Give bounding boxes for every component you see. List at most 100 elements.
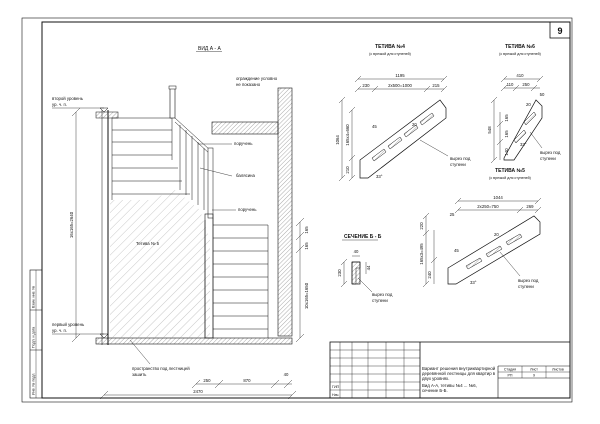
floor-slab [95, 337, 293, 345]
dim-left-height [71, 107, 81, 343]
svg-text:ступени: ступени [518, 284, 534, 289]
svg-text:РП: РП [508, 374, 513, 378]
svg-text:45: 45 [372, 124, 377, 129]
dim-left-height-text: 16х165=2640 [69, 211, 74, 238]
page-number: 9 [557, 26, 562, 36]
svg-text:Стадия: Стадия [504, 368, 516, 372]
newel-post-upper [169, 87, 176, 119]
label-baluster: балясина [236, 173, 256, 178]
svg-text:44: 44 [366, 265, 371, 270]
svg-text:ур. ч. п.: ур. ч. п. [52, 328, 67, 333]
title-desc-5: сечение Б-Б. [422, 388, 448, 393]
svg-text:220: 220 [419, 222, 424, 230]
title-block [329, 341, 571, 399]
svg-text:165: 165 [304, 242, 309, 250]
under-stair-hatch [110, 190, 210, 338]
stringer6-body [503, 99, 543, 161]
balustrade [174, 117, 214, 219]
lower-flight [204, 218, 269, 338]
svg-text:Лист: Лист [530, 368, 538, 372]
upper-slab [211, 121, 279, 135]
svg-text:110: 110 [507, 82, 514, 87]
stringer4-body [359, 99, 447, 179]
svg-text:40: 40 [354, 249, 359, 254]
svg-text:1064: 1064 [335, 135, 340, 145]
side-stamp: Инв. № подл. Подп. и дата Взам. инв. № [29, 269, 43, 399]
svg-text:20: 20 [526, 102, 531, 107]
svg-text:230: 230 [337, 269, 342, 277]
svg-text:ступени: ступени [540, 156, 556, 161]
title-desc-4: Вид А-А, тетивы №4 ... №6, [422, 383, 477, 388]
svg-text:20: 20 [494, 232, 499, 237]
space-note-1: пространство под лестницей [132, 366, 190, 371]
stringer-5: ТЕТИВА №5 (с врезкой для ступеней) 1044 … [419, 168, 542, 289]
svg-text:50: 50 [540, 92, 545, 97]
svg-text:410: 410 [516, 73, 524, 78]
svg-text:548: 548 [487, 126, 492, 134]
svg-text:210: 210 [345, 166, 350, 174]
svg-text:45: 45 [454, 248, 459, 253]
svg-text:25: 25 [450, 212, 455, 217]
svg-text:ГИП: ГИП [332, 385, 340, 389]
svg-text:вырез под: вырез под [518, 278, 539, 283]
svg-text:269: 269 [526, 204, 534, 209]
svg-text:165: 165 [504, 114, 509, 122]
inner-frame [41, 21, 571, 399]
svg-text:165: 165 [304, 226, 309, 234]
upper-flight [111, 117, 190, 200]
right-wall [277, 87, 293, 337]
view-aa-title: ВИД А - А [198, 46, 221, 52]
svg-text:215: 215 [432, 83, 440, 88]
svg-text:1195: 1195 [395, 73, 405, 78]
dim-right [295, 217, 305, 343]
stamp-inv: Инв. № подл. [32, 373, 36, 395]
svg-text:240: 240 [427, 271, 432, 279]
svg-text:Нач.: Нач. [332, 393, 339, 397]
label-handrail2: поручень [238, 207, 257, 212]
svg-text:вырез под: вырез под [372, 292, 393, 297]
stamp-sign: Подп. и дата [32, 327, 36, 348]
stringer6-subtitle: (с врезкой для ступеней) [499, 52, 541, 56]
svg-text:140: 140 [504, 148, 509, 156]
svg-text:2470: 2470 [193, 389, 203, 394]
stringer-6: ТЕТИВА №6 (с врезкой для ступеней) 410 1… [487, 44, 561, 164]
svg-text:ступени: ступени [372, 298, 388, 303]
svg-text:165х3=495: 165х3=495 [419, 243, 424, 265]
svg-text:ур. ч. п.: ур. ч. п. [52, 102, 67, 107]
newel-post-lower [204, 213, 214, 339]
svg-text:165: 165 [504, 130, 509, 138]
stringer6-title: ТЕТИВА №6 [505, 44, 535, 50]
svg-text:165х4=660: 165х4=660 [345, 124, 350, 146]
stringer-4: ТЕТИВА №4 (с врезкой для ступеней) 1195 … [335, 44, 471, 182]
svg-text:ступени: ступени [450, 162, 466, 167]
level-lower: первый уровень ур. ч. п. [52, 322, 109, 339]
svg-text:10х165=1650: 10х165=1650 [304, 282, 309, 309]
svg-text:20: 20 [412, 122, 417, 127]
svg-text:9: 9 [533, 374, 535, 378]
stringer5-subtitle: (с врезкой для ступеней) [489, 176, 531, 180]
svg-text:второй уровень: второй уровень [52, 96, 84, 101]
stamp-replace: Взам. инв. № [32, 286, 36, 308]
svg-text:33°: 33° [520, 142, 527, 147]
stringer5-body [447, 215, 541, 285]
section-bb-title: СЕЧЕНИЕ Б - Б [344, 234, 382, 240]
dim-bottom [99, 379, 297, 400]
stringer4-subtitle: (с врезкой для ступеней) [369, 52, 411, 56]
svg-text:250: 250 [203, 378, 211, 383]
fence-note-2: не показано [236, 82, 261, 87]
svg-text:2х250=750: 2х250=750 [477, 204, 499, 209]
stringer5-title: ТЕТИВА №5 [495, 168, 525, 174]
fence-note-1: ограждение условно [236, 76, 278, 81]
svg-text:Листов: Листов [552, 368, 564, 372]
level-upper: второй уровень ур. ч. п. [52, 96, 109, 113]
svg-text:870: 870 [243, 378, 251, 383]
page-number-box: 9 [549, 21, 571, 39]
title-block-text: Вариант решения внутриквартирной деревян… [332, 366, 564, 397]
space-note-2: зашить [132, 372, 147, 377]
svg-text:первый уровень: первый уровень [52, 322, 85, 327]
label-handrail: поручень [234, 141, 253, 146]
svg-text:вырез под: вырез под [450, 156, 471, 161]
view-aa: ВИД А - А [52, 46, 309, 400]
label-stringer5: Тетива № 5 [136, 241, 160, 246]
